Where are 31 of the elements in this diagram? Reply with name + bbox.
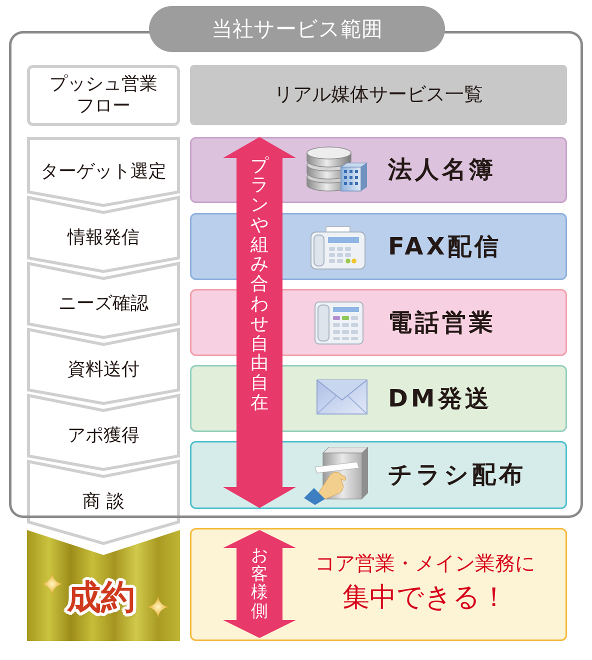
result-label: 成約 bbox=[67, 578, 135, 618]
double-arrow bbox=[223, 137, 296, 508]
arrow-label: お客様側 bbox=[251, 546, 268, 622]
result-banner bbox=[27, 530, 180, 641]
service-label: FAX配信 bbox=[388, 232, 502, 261]
message-text: コア営業・メイン業務に bbox=[315, 551, 535, 575]
chevron-step bbox=[27, 328, 180, 405]
step-label: ニーズ確認 bbox=[58, 293, 148, 315]
chevron-step bbox=[27, 394, 180, 471]
chevron-step bbox=[27, 137, 180, 207]
service-label: 電話営業 bbox=[388, 308, 496, 337]
double-arrow bbox=[223, 530, 296, 638]
chevron-step bbox=[27, 196, 180, 273]
message-highlight: 集中できる！ bbox=[342, 582, 508, 614]
step-label: 商 談 bbox=[82, 491, 124, 513]
step-label: 資料送付 bbox=[68, 359, 140, 381]
chevron-step bbox=[27, 460, 180, 545]
message-box bbox=[190, 528, 567, 641]
header-label: プッシュ営業フロー bbox=[48, 73, 158, 118]
header-label: リアル媒体サービス一覧 bbox=[274, 84, 483, 106]
header-box bbox=[27, 65, 180, 126]
service-label: 法人名簿 bbox=[388, 156, 496, 184]
section-title: 当社サービス範囲 bbox=[149, 6, 445, 52]
step-label: 情報発信 bbox=[68, 227, 140, 249]
step-label: ターゲット選定 bbox=[40, 161, 166, 183]
service-label: チラシ配布 bbox=[388, 460, 526, 490]
service-label: DM発送 bbox=[388, 384, 492, 413]
arrow-label: プランや組み合わせ自由自在 bbox=[250, 156, 268, 414]
header-bar bbox=[190, 65, 567, 125]
chevron-step bbox=[27, 262, 180, 339]
step-label: アポ獲得 bbox=[68, 425, 140, 447]
